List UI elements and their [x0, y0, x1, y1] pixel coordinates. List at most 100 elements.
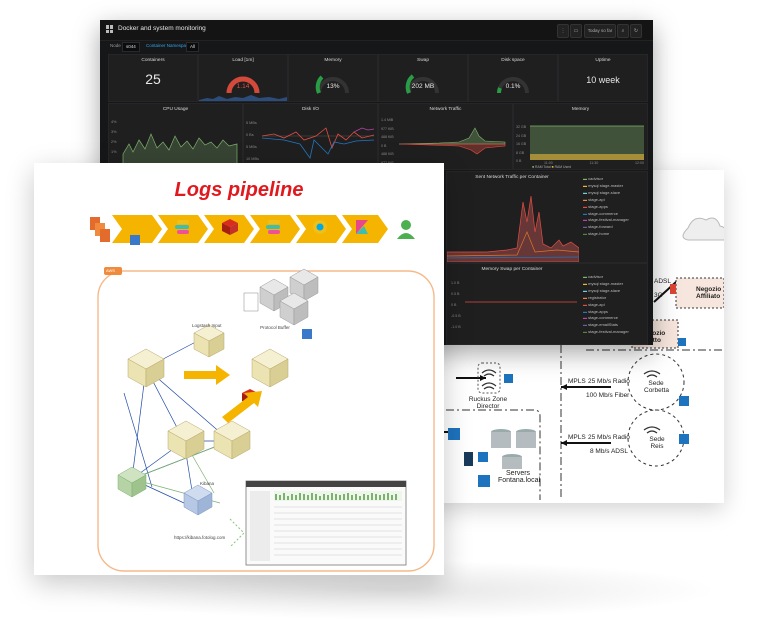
dashboard-title[interactable]: Docker and system monitoring: [118, 25, 206, 32]
legend-item[interactable]: RAM Used: [554, 165, 571, 169]
legend-item[interactable]: ▬ stage-api: [583, 196, 605, 202]
stat-value: 1.14: [236, 83, 250, 90]
stat-value: 13%: [326, 83, 340, 90]
flow-arrow: [184, 365, 230, 385]
apps-grid-icon[interactable]: [106, 25, 114, 33]
legend-item[interactable]: ▬ stage-apps: [583, 308, 608, 314]
cloud-shape: [682, 217, 724, 241]
y-tick: 0 B: [516, 159, 522, 163]
monitoring-node: [117, 466, 147, 498]
y-tick: 0.5 B: [451, 292, 460, 296]
tv-icon[interactable]: ▭: [570, 24, 582, 38]
3g-label: 3G: [654, 292, 663, 299]
graph-panel-network[interactable]: Network Traffic 1.4 MiB 977 KiB 488 KiB …: [378, 103, 513, 170]
y-tick: 5 MBs: [246, 121, 257, 125]
graph-panel-memory[interactable]: Memory 32 GB 24 GB 16 GB 8 GB 0 B 11:00 …: [513, 103, 648, 170]
y-tick: 10 MBs: [246, 157, 259, 161]
y-tick: 1%: [111, 150, 117, 154]
node-variable-select[interactable]: s044: [122, 42, 140, 52]
search-icon[interactable]: ⌕: [617, 24, 629, 38]
refresh-icon[interactable]: ↻: [630, 24, 642, 38]
y-axis-ticks: 1.4 MiB 977 KiB 488 KiB 0 B 488 KiB 977 …: [381, 116, 394, 167]
legend-item[interactable]: ▬ stage-home: [583, 231, 610, 237]
swap-gauge: [405, 74, 439, 94]
stat-panel-containers[interactable]: Containers 25: [108, 54, 198, 102]
network-graph: [398, 127, 506, 155]
memory-gauge: [315, 75, 349, 94]
legend-item[interactable]: ▬ mysql stage-master: [583, 280, 624, 286]
panel-title: Swap: [417, 58, 429, 63]
y-tick: 0 B: [381, 143, 387, 148]
graph-panel-sent-traffic[interactable]: Sent Network Traffic per Container ▬ cad…: [446, 171, 648, 263]
swap-legend: ▬ cadvisor ▬ mysql stage-master ▬ mysql …: [583, 274, 629, 336]
stat-panel-disk[interactable]: Disk space 0.1%: [468, 54, 558, 102]
y-tick: 488 KiB: [381, 135, 394, 139]
stat-panel-swap[interactable]: Swap 202 MB: [378, 54, 468, 102]
legend-item[interactable]: ▬ stage-festival-manager: [583, 329, 629, 335]
elastic-logo-icon: [266, 220, 280, 234]
aws-region: [97, 270, 435, 572]
legend-item[interactable]: ▬ stage-forward: [583, 224, 613, 230]
graph-legend: ■ RAM Total ■ RAM Used: [532, 165, 571, 169]
kibana-logo-icon: [356, 220, 368, 234]
cluster-node: [251, 348, 289, 388]
legend-item[interactable]: ▬ mysql stage-master: [583, 182, 624, 188]
sent-traffic-legend: ▬ cadvisor ▬ mysql stage-master ▬ mysql …: [583, 176, 629, 238]
cluster-node: [167, 420, 205, 460]
logstash-input-node: [193, 324, 225, 358]
legend-item[interactable]: ▬ stage-commerce: [583, 210, 618, 216]
logs-pipeline-title: Logs pipeline: [174, 179, 304, 201]
legend-item[interactable]: ▬ stage-emailStats: [583, 322, 618, 328]
x-axis-ticks: 11:00 11:30 12:00: [544, 161, 644, 165]
y-tick: 3%: [111, 130, 117, 134]
time-range-label: Today so far: [587, 28, 613, 33]
legend-item[interactable]: ▬ stage-apps: [583, 203, 608, 209]
legend-item[interactable]: RAM Total: [535, 165, 551, 169]
legend-item[interactable]: ▬ stage-api: [583, 301, 605, 307]
stat-panel-uptime[interactable]: Uptime 10 week: [558, 54, 648, 102]
stat-panel-memory[interactable]: Memory 13%: [288, 54, 378, 102]
aws-label: AWS: [106, 268, 115, 273]
legend-item[interactable]: ▬ stage-commerce: [583, 315, 618, 321]
graph-panel-cpu[interactable]: CPU Usage 4% 3% 2% 1%: [108, 103, 243, 170]
namespace-variable-select[interactable]: All: [186, 42, 200, 52]
fiber-label: 100 Mb/s Fiber: [586, 392, 630, 399]
legend-item[interactable]: ▬ mysql stage-slave: [583, 287, 621, 293]
stat-panel-load[interactable]: Load [1m] 1.14: [198, 54, 288, 102]
y-tick: 4%: [111, 120, 117, 124]
kibana-url-label[interactable]: https://kibana.fotolog.com: [174, 535, 226, 540]
database-icon: [502, 457, 522, 469]
affiliate-store-label: Negozio Affiliato: [696, 286, 722, 300]
arrowhead: [561, 440, 567, 446]
share-icon[interactable]: ⋮: [557, 24, 569, 38]
wifi-icon: [643, 370, 661, 378]
time-range-picker[interactable]: Today so far: [584, 24, 616, 38]
graph-panel-swap[interactable]: Memory Swap per Container 1.0 B 0.5 B 0 …: [446, 263, 648, 345]
disk-gauge: [497, 77, 529, 94]
mpls-label: MPLS: [568, 434, 586, 441]
y-axis-ticks: 5 MBs 0 Bs 5 MBs 10 MBs: [246, 117, 259, 165]
panel-title: CPU Usage: [162, 107, 189, 112]
logs-pipeline-diagram: [90, 215, 435, 572]
redis-icon: [222, 219, 238, 235]
panel-title: Disk space: [501, 58, 525, 63]
legend-item[interactable]: ▬ cadvisor: [583, 176, 604, 181]
router-icon: [670, 284, 676, 294]
legend-item[interactable]: ▬ cadvisor: [583, 274, 604, 279]
affiliate-store-box: [675, 277, 724, 309]
server-tower-icon: [464, 452, 473, 466]
wifi-icon: [481, 382, 497, 390]
load-sparkline: [199, 95, 287, 101]
graph-panel-disk-io[interactable]: Disk I/O 5 MBs 0 Bs 5 MBs 10 MBs: [243, 103, 378, 170]
legend-item[interactable]: ▬ mysql stage-slave: [583, 189, 621, 195]
elastic-logo-icon: [175, 220, 189, 234]
stat-value: 202 MB: [411, 83, 435, 90]
cpu-graph: [122, 133, 238, 169]
y-axis-ticks: 1.0 B 0.5 B 0 B -0.5 B -1.0 B: [451, 278, 461, 333]
legend-item[interactable]: ▬ stage-festival-manager: [583, 217, 629, 223]
cluster-node: [213, 420, 251, 460]
legend-item[interactable]: ▬ registrator: [583, 294, 607, 300]
sent-traffic-graph: [447, 195, 579, 262]
y-tick: 488 KiB: [381, 152, 394, 156]
y-tick: 0 B: [451, 303, 457, 307]
